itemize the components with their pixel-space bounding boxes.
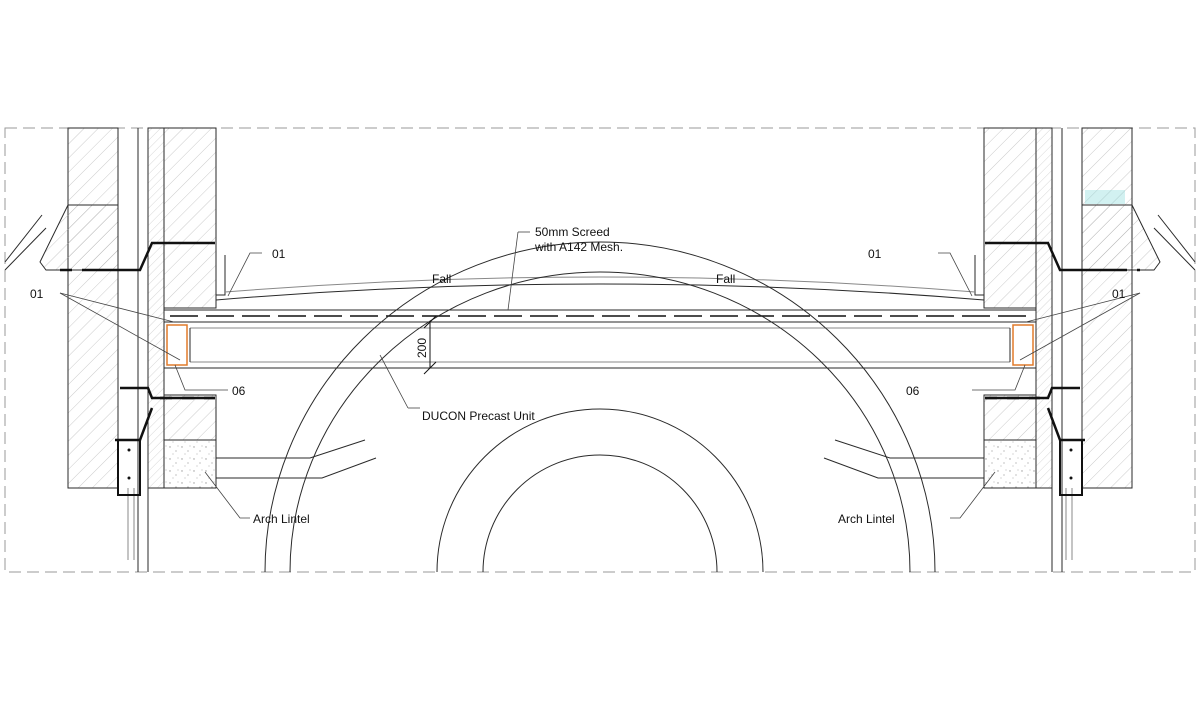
tag-01-upper-left: 01 [272, 247, 286, 261]
tag-01-upper-right: 01 [868, 247, 882, 261]
arch-lintel-left-label: Arch Lintel [253, 512, 310, 526]
precast-unit-label: DUCON Precast Unit [422, 409, 535, 423]
tag-01-lower-left: 01 [30, 287, 44, 301]
arch-lintel-right-block [983, 439, 1037, 489]
right-sill [1081, 190, 1196, 271]
arch-lintel-right-label: Arch Lintel [838, 512, 895, 526]
left-dpc-dashes [60, 268, 215, 400]
bearing-bracket-left [166, 324, 188, 366]
left-wall [67, 127, 217, 572]
drawing-border [4, 127, 1196, 573]
water-hatch [1085, 190, 1125, 204]
screed-label-line1: 50mm Screed [535, 225, 610, 239]
fall-label-right: Fall [716, 272, 735, 286]
tag-06-left: 06 [232, 384, 246, 398]
dimension-200-label: 200 [415, 338, 429, 358]
leaders [59, 231, 1141, 519]
roof-buildup [163, 243, 1037, 369]
left-sill [4, 204, 119, 271]
right-dpc-dashes [985, 268, 1140, 400]
arch [216, 241, 984, 573]
left-wall-ties [117, 439, 141, 496]
tag-01-lower-right: 01 [1112, 287, 1126, 301]
right-wall-ties [1059, 439, 1083, 496]
fall-label-left: Fall [432, 272, 451, 286]
tag-06-right: 06 [906, 384, 920, 398]
arch-lintel-left-block [163, 439, 217, 489]
screed-label-line2: with A142 Mesh. [534, 240, 623, 254]
dimension-200 [423, 315, 437, 375]
bearing-bracket-right [1012, 324, 1034, 366]
